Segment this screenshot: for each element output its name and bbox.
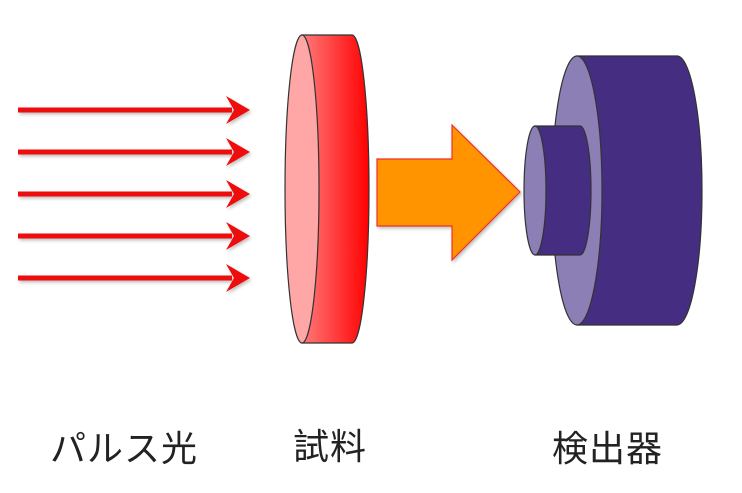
pulse-arrow-shaft (18, 233, 232, 239)
sample-disc-side (301, 34, 370, 344)
pulse-arrow (18, 138, 250, 166)
pulse-arrow (18, 96, 250, 124)
pulse-arrow (18, 264, 250, 292)
flow-arrow (376, 123, 521, 262)
pulse-arrow-head (226, 138, 250, 166)
pulse-arrow (18, 222, 250, 250)
pulse-arrow-head (226, 180, 250, 208)
pulse-light-arrows (18, 96, 250, 292)
detector-small-body (534, 125, 592, 256)
label-sample: 試料 (293, 427, 368, 468)
sample-disc (284, 34, 370, 344)
label-detector: 検出器 (552, 429, 664, 470)
label-pulse-light: パルス光 (50, 429, 199, 470)
pulse-arrow-head (226, 96, 250, 124)
detector-small-face (523, 125, 547, 256)
sample-disc-front-face (284, 34, 320, 344)
pulse-arrow-shaft (18, 149, 232, 155)
detector-main-body (576, 55, 703, 326)
pulse-arrow-head (226, 264, 250, 292)
pulse-arrow-head (226, 222, 250, 250)
pulse-arrow-shaft (18, 107, 232, 113)
pulse-arrow-shaft (18, 275, 232, 281)
pulse-arrow (18, 180, 250, 208)
pulse-arrow-shaft (18, 191, 232, 197)
detector (523, 55, 703, 326)
